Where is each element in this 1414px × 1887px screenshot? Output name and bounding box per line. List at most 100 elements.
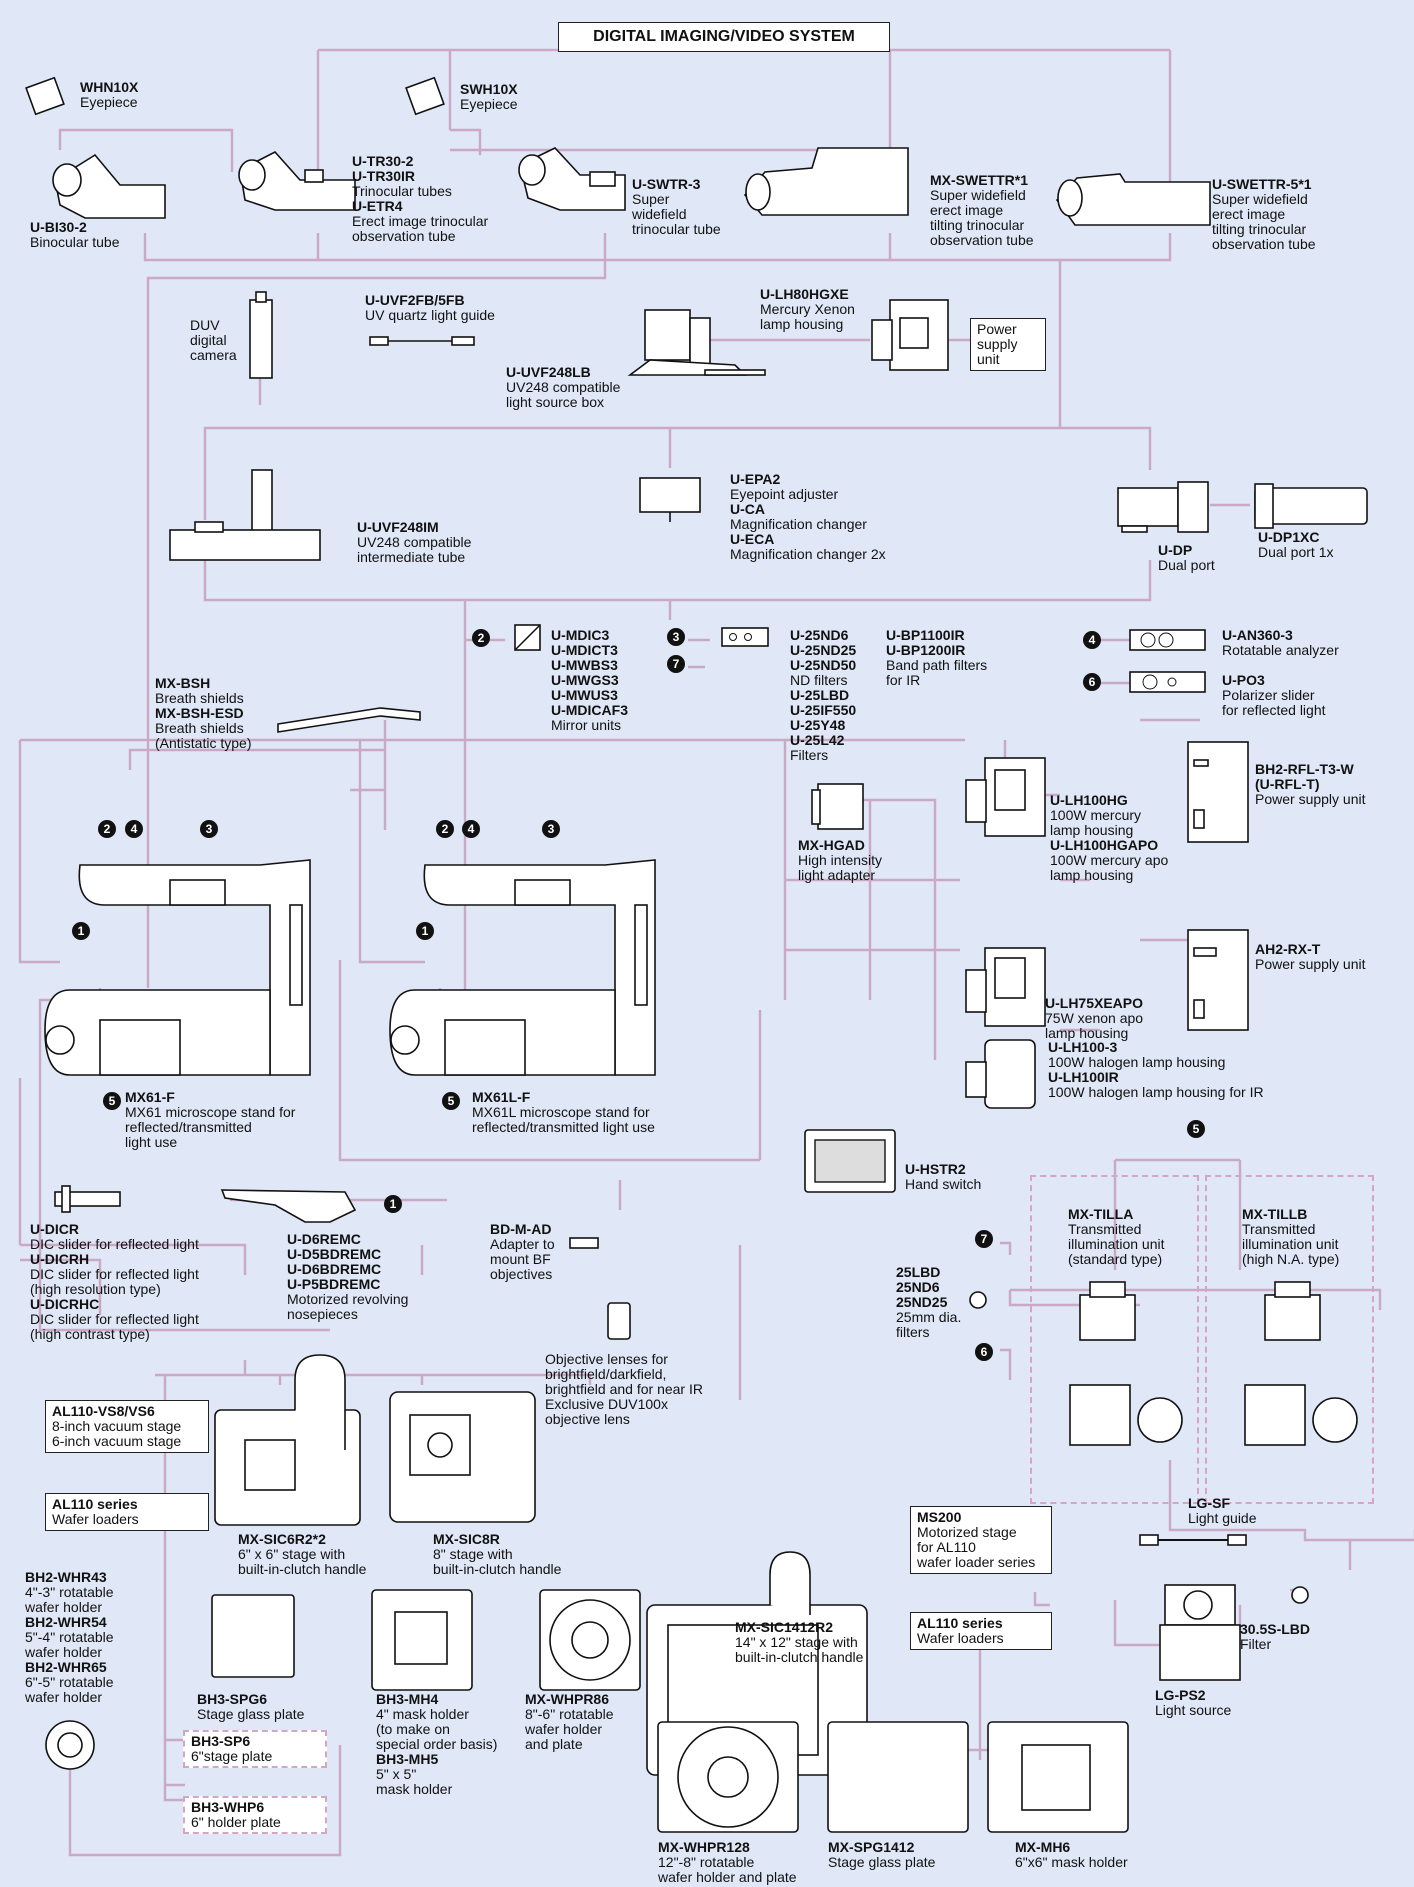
tillb-lamp-drawing (1244, 1384, 1358, 1446)
tillb-group (1205, 1175, 1374, 1504)
wafer-holder-128-drawing (657, 1721, 799, 1833)
nosepiece-drawing (220, 1189, 357, 1223)
tilla-lamp-drawing (1069, 1384, 1183, 1446)
lamp-housing-100hg-drawing (965, 757, 1046, 837)
dic-slider-drawing (54, 1185, 121, 1213)
stage-6x6-drawing (214, 1354, 361, 1526)
lbd-filter-drawing (1291, 1586, 1309, 1604)
dual-port-drawing (1117, 481, 1209, 533)
objective-lens-drawing (607, 1302, 631, 1340)
marker-6d: 6 (975, 1343, 993, 1361)
dual-port-1x-drawing (1254, 483, 1368, 529)
marker-1b: 1 (416, 922, 434, 940)
halogen-lamp-drawing (965, 1039, 1036, 1109)
rotatable-wafer-holder-drawing (45, 1720, 95, 1770)
marker-7d: 7 (975, 1230, 993, 1248)
bh2rfl-label: BH2-RFL-T3-W(U-RFL-T) Power supply unit (1255, 761, 1366, 807)
marker-6c: 6 (1083, 673, 1101, 691)
swtr-tube-drawing (518, 147, 626, 211)
filter-slider-drawing (721, 627, 769, 647)
mask-holder-6x6-drawing (987, 1721, 1129, 1833)
u-swettr-drawing (1055, 173, 1211, 226)
binocular-tube-drawing (52, 153, 166, 219)
marker-3c: 3 (667, 628, 685, 646)
mirror-unit-drawing (514, 624, 541, 651)
stage-8-drawing (389, 1391, 536, 1523)
page-title: DIGITAL IMAGING/VIDEO SYSTEM (558, 22, 890, 52)
mx61l-stand-drawing (389, 859, 656, 1076)
marker-5d: 5 (1187, 1120, 1205, 1138)
mercury-xenon-lamp-drawing (871, 299, 949, 371)
whn10x-eyepiece-drawing (25, 76, 65, 116)
marker-7c: 7 (667, 655, 685, 673)
marker-2: 2 (98, 820, 116, 838)
hand-switch-drawing (804, 1129, 896, 1193)
trinocular-tube-drawing (238, 151, 356, 211)
wafer-holder-86-drawing (539, 1589, 641, 1691)
marker-4: 4 (125, 820, 143, 838)
marker-5: 5 (103, 1092, 121, 1110)
marker-1: 1 (72, 922, 90, 940)
duv-camera-drawing (249, 291, 273, 379)
marker-3b: 3 (542, 820, 560, 838)
power-supply-rx-drawing (1187, 929, 1249, 1031)
hgad-drawing (811, 783, 864, 830)
marker-4b: 4 (462, 820, 480, 838)
light-source-box-drawing (627, 309, 766, 376)
marker-2c: 2 (472, 629, 490, 647)
marker-1c: 1 (384, 1195, 402, 1213)
stage-glass-1412-drawing (827, 1721, 969, 1833)
light-source-drawing (1159, 1584, 1241, 1681)
mx61-stand-drawing (44, 859, 311, 1076)
marker-5b: 5 (442, 1092, 460, 1110)
stage-glass-plate-drawing (211, 1594, 295, 1678)
analyzer-slider-drawing (1129, 629, 1206, 651)
marker-2b: 2 (436, 820, 454, 838)
tillb-unit-drawing (1264, 1281, 1321, 1341)
mask-holder-4-drawing (371, 1589, 473, 1691)
